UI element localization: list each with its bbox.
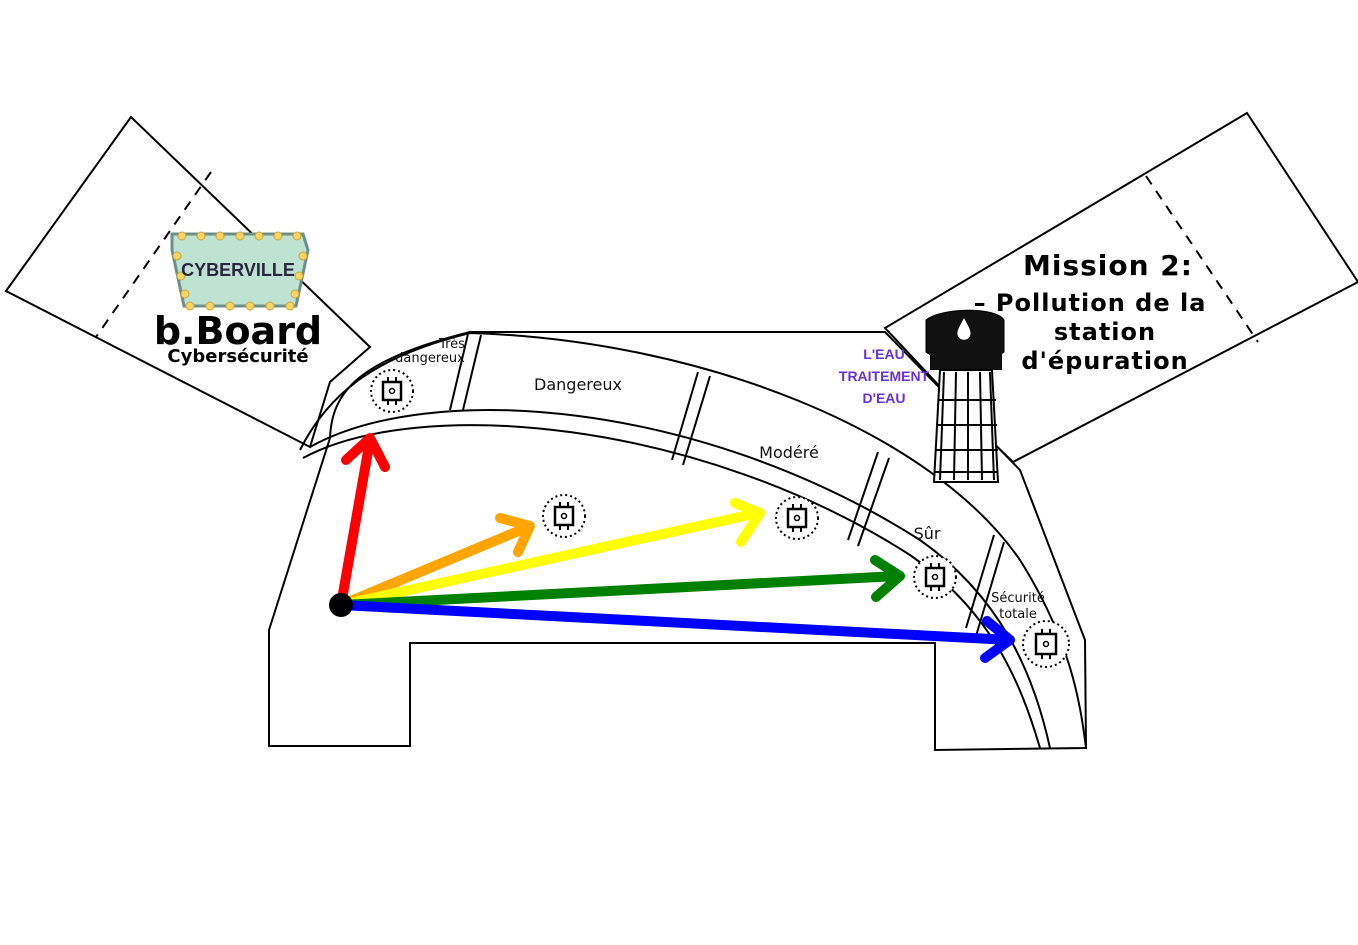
zone-label-tres-line2: dangereux [395, 351, 465, 366]
mission-line-1: Mission 2: [1023, 249, 1193, 282]
chip-token-icon[interactable] [542, 494, 586, 538]
brand-title: b.Board [154, 309, 322, 353]
zone-separator-3 [847, 451, 879, 541]
arrow-red [336, 433, 390, 610]
zone-separator-4 [965, 534, 995, 629]
mission-line-4: d'épuration [1021, 347, 1188, 375]
zone-label-securite-line1: Sécurité [991, 591, 1045, 606]
zone-separator-1b [462, 334, 482, 411]
water-label-3: D'EAU [863, 390, 906, 406]
zone-label-tres-line1: Très [438, 337, 465, 352]
right-wing-fold-line [1145, 175, 1259, 343]
arrow-yellow [336, 498, 765, 610]
chip-token-icon[interactable] [775, 496, 819, 540]
zone-separator-3b [857, 457, 890, 547]
arrow-blue [336, 600, 1015, 663]
zone-separator-2 [671, 371, 699, 461]
water-label-1: L'EAU [863, 346, 904, 362]
mission-line-2: – Pollution de la [974, 289, 1207, 317]
arrow-origin-dot[interactable] [329, 593, 353, 617]
mission-line-3: station [1054, 318, 1156, 346]
sign-text: CYBERVILLE [181, 260, 295, 280]
water-label-2: TRAITEMENT [839, 368, 930, 384]
chip-token-icon[interactable] [370, 369, 414, 413]
zone-separator-4b [975, 541, 1005, 637]
zone-separator-2b [682, 375, 711, 466]
zone-label-sur: Sûr [914, 524, 941, 543]
cyberville-sign: CYBERVILLE [170, 231, 310, 311]
zone-label-securite-line2: totale [999, 607, 1037, 622]
zone-label-dangereux: Dangereux [534, 375, 622, 394]
chip-token-icon[interactable] [1022, 620, 1070, 668]
brand-subtitle: Cybersécurité [167, 346, 308, 367]
arrow-orange [336, 513, 535, 610]
board-base [268, 331, 1088, 752]
water-tower-icon [925, 309, 1005, 483]
arrow-green [336, 555, 905, 610]
sign-board [170, 232, 310, 308]
zone-separator-1 [449, 333, 469, 411]
chip-token-icon[interactable] [913, 555, 957, 599]
arc-inner-curve-2 [309, 409, 1051, 749]
left-wing-fold-line [95, 171, 212, 338]
zone-label-modere: Modéré [759, 443, 819, 462]
